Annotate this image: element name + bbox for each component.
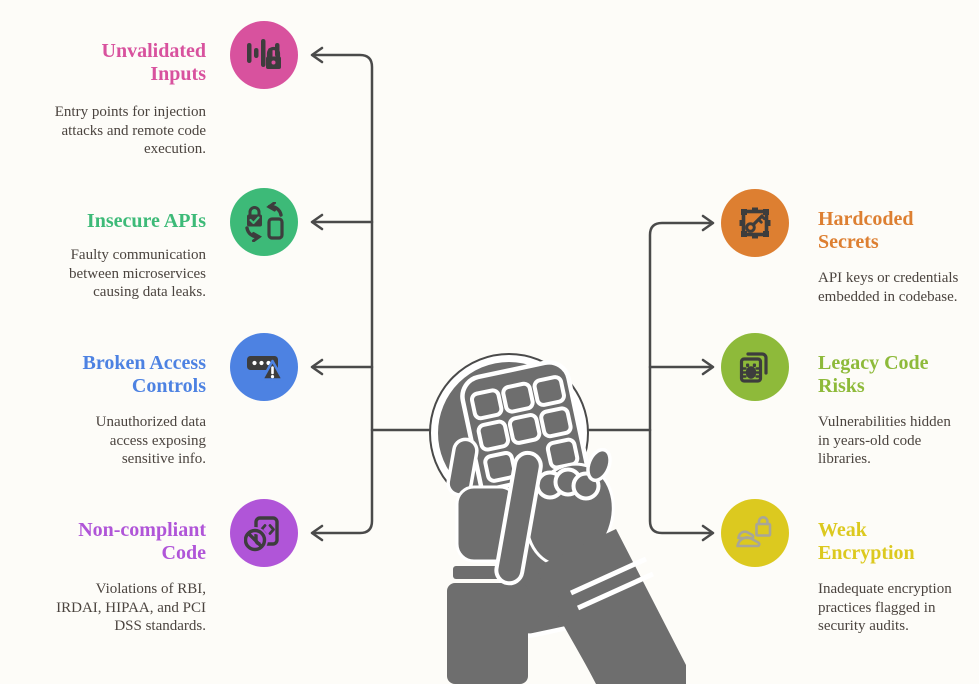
non-compliant-code-badge <box>230 499 298 567</box>
key-chip-icon <box>739 207 771 239</box>
arrowhead-right-2 <box>701 358 715 376</box>
bug-documents-icon <box>739 352 768 383</box>
left-spine-line <box>311 53 374 535</box>
hands-tapping-smartphone-illustration <box>429 353 686 684</box>
arrowhead-left-3 <box>310 358 324 376</box>
weak-encryption-badge <box>721 499 789 567</box>
cloud-lock-icon <box>736 516 772 548</box>
arrowhead-right-1 <box>701 214 715 232</box>
secure-sync-icon <box>245 202 284 242</box>
title-insecure-apis: Insecure APIs <box>86 210 206 232</box>
insecure-apis-badge <box>230 188 298 256</box>
arrowhead-left-4 <box>310 524 324 542</box>
unvalidated-inputs-badge <box>230 21 298 89</box>
arrowhead-right-3 <box>701 524 715 542</box>
password-warning-icon <box>247 356 284 381</box>
hardcoded-secrets-badge <box>721 189 789 257</box>
legacy-code-risks-badge <box>721 333 789 401</box>
broken-access-controls-badge <box>230 333 298 401</box>
tapping-finger <box>494 450 543 586</box>
audio-wave-lock-icon <box>247 39 281 69</box>
right-hand <box>494 447 686 684</box>
arrowhead-left-2 <box>310 213 324 231</box>
code-ban-icon <box>244 516 279 553</box>
arrowhead-left-1 <box>310 46 324 64</box>
